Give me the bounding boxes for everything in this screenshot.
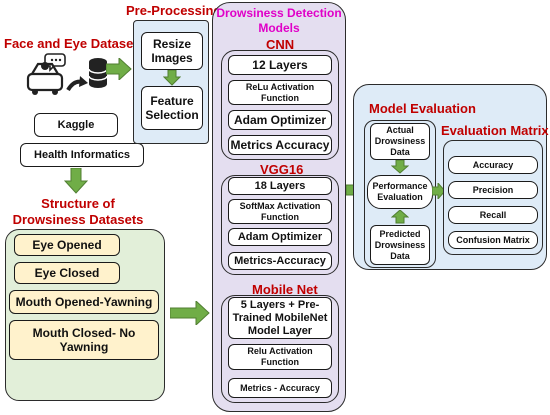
- mobilenet-activation-box: Relu Activation Function: [228, 344, 332, 370]
- mobilenet-metrics-box: Metrics - Accuracy: [228, 378, 332, 398]
- preprocessing-title: Pre-Processing: [126, 3, 222, 18]
- cnn-title: CNN: [266, 37, 295, 52]
- resize-images-box: Resize Images: [141, 32, 203, 70]
- recall-box: Recall: [448, 206, 538, 224]
- feature-selection-box: Feature Selection: [141, 86, 203, 130]
- models-title: Drowsiness Detection Models: [216, 6, 342, 35]
- vgg-title: VGG16: [260, 162, 304, 177]
- mouth-closed-no-yawning-box: Mouth Closed- No Yawning: [9, 320, 159, 360]
- mobilenet-layers-box: 5 Layers + Pre-Trained MobileNet Model L…: [228, 297, 332, 339]
- arrow-datasets-down: [64, 168, 88, 194]
- vgg-layers-box: 18 Layers: [228, 177, 332, 195]
- cnn-activation-box: ReLu Activation Function: [228, 80, 332, 105]
- datasets-title: Face and Eye Datasets: [4, 36, 145, 51]
- structure-title: Structure of Drowsiness Datasets: [12, 196, 144, 227]
- vgg-optimizer-box: Adam Optimizer: [228, 228, 332, 246]
- vgg-activation-box: SoftMax Activation Function: [228, 199, 332, 224]
- mobilenet-title: Mobile Net: [252, 282, 318, 297]
- arrow-to-matrix: [432, 183, 446, 199]
- driver-database-icon: [22, 52, 110, 100]
- cnn-metrics-box: Metrics Accuracy: [228, 135, 332, 155]
- predicted-data-box: Predicted Drowsiness Data: [370, 225, 430, 265]
- eye-opened-box: Eye Opened: [14, 234, 120, 256]
- evaluation-matrix-title: Evaluation Matrix: [441, 123, 549, 138]
- eye-closed-box: Eye Closed: [14, 262, 120, 284]
- confusion-matrix-box: Confusion Matrix: [448, 231, 538, 249]
- structure-panel: [5, 229, 165, 401]
- kaggle-box: Kaggle: [34, 113, 118, 137]
- accuracy-box: Accuracy: [448, 156, 538, 174]
- actual-data-box: Actual Drowsiness Data: [370, 123, 430, 160]
- arrow-to-preprocessing: [106, 58, 132, 80]
- arrow-to-models: [170, 301, 210, 325]
- cnn-layers-box: 12 Layers: [228, 55, 332, 75]
- health-informatics-box: Health Informatics: [20, 143, 144, 167]
- precision-box: Precision: [448, 181, 538, 199]
- performance-evaluation-box: Performance Evaluation: [367, 175, 433, 209]
- mouth-opened-yawning-box: Mouth Opened-Yawning: [9, 290, 159, 314]
- evaluation-title: Model Evaluation: [369, 101, 476, 116]
- arrow-actual-down: [391, 160, 409, 174]
- arrow-predicted-up: [391, 210, 409, 224]
- vgg-metrics-box: Metrics-Accuracy: [228, 252, 332, 270]
- cnn-optimizer-box: Adam Optimizer: [228, 110, 332, 130]
- arrow-resize-down: [163, 70, 181, 86]
